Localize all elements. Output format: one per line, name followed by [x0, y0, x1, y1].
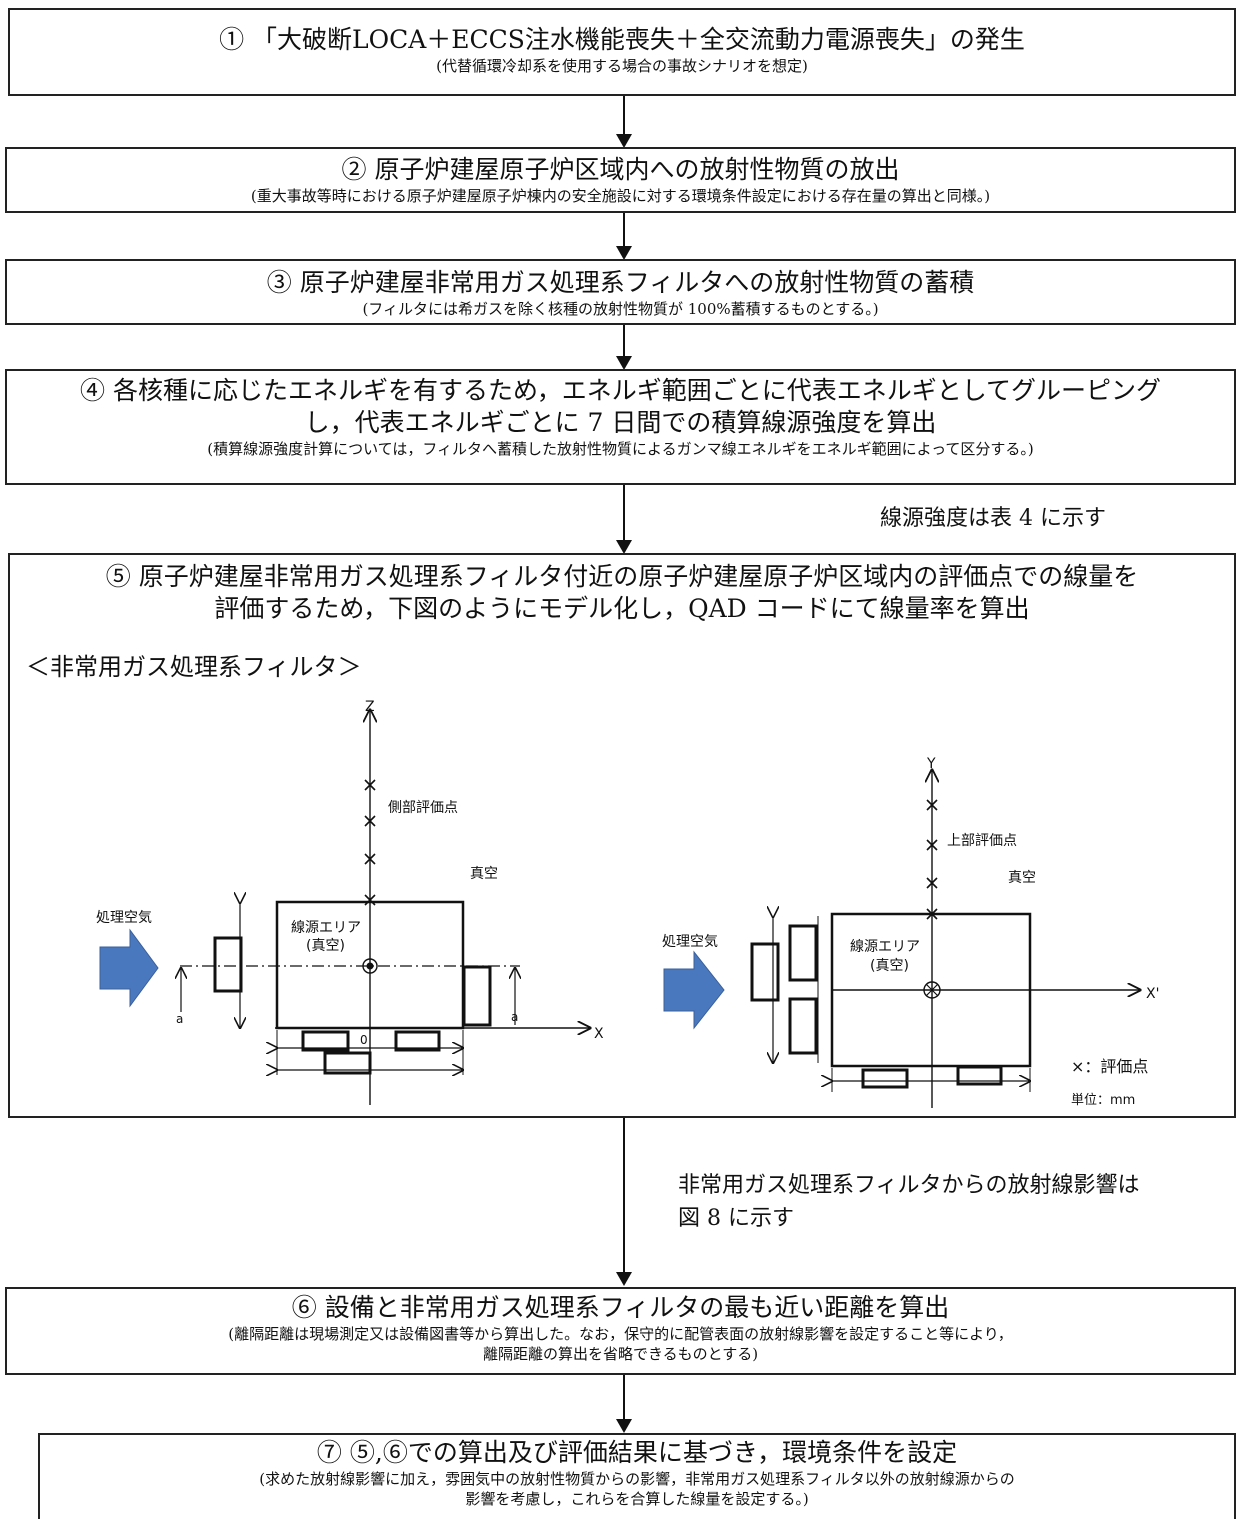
step3-box: ③ 原子炉建屋非常用ガス処理系フィルタへの放射性物質の蓄積 (フィルタには希ガス…	[5, 259, 1236, 325]
step4-title-line2: し，代表エネルギごとに 7 日間での積算線源強度を算出	[304, 408, 937, 437]
unit-label: 単位：mm	[1071, 1092, 1135, 1108]
step1-subtitle: (代替循環冷却系を使用する場合の事故シナリオを想定)	[436, 57, 808, 75]
source-label-right: 線源エリア	[850, 939, 920, 955]
step5-title-line1: ⑤ 原子炉建屋非常用ガス処理系フィルタ付近の原子炉建屋原子炉区域内の評価点での線…	[105, 562, 1139, 591]
legend-label: ×：評価点	[1071, 1057, 1148, 1076]
step2-subtitle: (重大事故等時における原子炉建屋原子炉棟内の安全施設に対する環境条件設定における…	[250, 187, 991, 205]
arrow-4-5	[616, 485, 632, 554]
step6-box: ⑥ 設備と非常用ガス処理系フィルタの最も近い距離を算出 (離隔距離は現場測定又は…	[5, 1287, 1236, 1375]
y-axis-label: Y	[926, 756, 936, 772]
air-label-right: 処理空気	[662, 934, 718, 950]
outlet-filter-left	[462, 965, 492, 1027]
inlet-filter-left	[213, 936, 243, 993]
step4-box: ④ 各核種に応じたエネルギを有するため，エネルギ範囲ごとに代表エネルギとしてグル…	[5, 369, 1236, 485]
air-label-left: 処理空気	[96, 910, 152, 926]
inlet-filter-right-mid	[750, 942, 780, 1002]
arrow-2-3	[616, 213, 632, 260]
step3-subtitle: (フィルタには希ガスを除く核種の放射性物質が 100%蓄積するものとする。)	[362, 300, 879, 318]
right-model	[663, 770, 1140, 1108]
step1-box: ① 「大破断LOCA＋ECCS注水機能喪失＋全交流動力電源喪失」の発生 (代替循…	[8, 8, 1236, 96]
source-sub-left: (真空)	[306, 938, 345, 954]
vacuum-label-right: 真空	[1008, 870, 1036, 886]
filter-heading: ＜非常用ガス処理系フィルタ＞	[26, 653, 362, 681]
step7-subtitle-line1: (求めた放射線影響に加え，雰囲気中の放射性物質からの影響，非常用ガス処理系フィル…	[259, 1470, 1015, 1488]
step6-title: ⑥ 設備と非常用ガス処理系フィルタの最も近い距離を算出	[291, 1293, 950, 1322]
a-label-left: a	[176, 1012, 183, 1026]
step2-box: ② 原子炉建屋原子炉区域内への放射性物質の放出 (重大事故等時における原子炉建屋…	[5, 147, 1236, 213]
a-label-right: a	[511, 1010, 518, 1024]
vacuum-label-left: 真空	[470, 866, 498, 882]
step5-box: ⑤ 原子炉建屋非常用ガス処理系フィルタ付近の原子炉建屋原子炉区域内の評価点での線…	[8, 553, 1236, 1118]
step2-title: ② 原子炉建屋原子炉区域内への放射性物質の放出	[341, 155, 900, 184]
arrow-5-6	[616, 1118, 632, 1286]
left-model	[99, 710, 590, 1105]
air-arrow-right	[663, 950, 725, 1030]
note-fig8-line1: 非常用ガス処理系フィルタからの放射線影響は	[678, 1173, 1140, 1198]
note-fig8-line2: 図 8 に示す	[678, 1206, 794, 1231]
step1-title: ① 「大破断LOCA＋ECCS注水機能喪失＋全交流動力電源喪失」の発生	[219, 25, 1025, 54]
source-label-left: 線源エリア	[291, 920, 361, 936]
arrow-3-4	[616, 325, 632, 370]
step5-title-line2: 評価するため，下図のようにモデル化し，QAD コードにて線量率を算出	[214, 594, 1030, 623]
step7-box: ⑦ ⑤,⑥での算出及び評価結果に基づき，環境条件を設定 (求めた放射線影響に加え…	[38, 1433, 1236, 1519]
arrow-1-2	[616, 96, 632, 148]
step4-title-line1: ④ 各核種に応じたエネルギを有するため，エネルギ範囲ごとに代表エネルギとしてグル…	[80, 376, 1161, 405]
step4-subtitle: (積算線源強度計算については，フィルタへ蓄積した放射性物質によるガンマ線エネルギ…	[207, 440, 1034, 458]
source-sub-right: (真空)	[870, 958, 909, 974]
step7-title: ⑦ ⑤,⑥での算出及び評価結果に基づき，環境条件を設定	[316, 1438, 958, 1467]
x-axis-label: X	[594, 1026, 604, 1042]
arrow-6-7	[616, 1375, 632, 1433]
step7-subtitle-line2: 影響を考慮し，これらを合算した線量を設定する。)	[465, 1490, 809, 1508]
note-source-strength: 線源強度は表 4 に示す	[880, 506, 1106, 531]
inlet-filter-right-lower	[788, 997, 818, 1055]
z-axis-label: Z	[365, 699, 375, 715]
air-arrow-left	[99, 928, 159, 1008]
x-prime-axis-label: X'	[1146, 986, 1159, 1002]
inlet-filter-right-upper	[788, 924, 818, 982]
step6-subtitle-line2: 離隔距離の算出を省略できるものとする)	[482, 1345, 759, 1363]
origin-label: 0	[360, 1033, 368, 1047]
top-points-label: 上部評価点	[947, 833, 1017, 849]
side-points-label: 側部評価点	[388, 800, 458, 816]
step6-subtitle-line1: (離隔距離は現場測定又は設備図書等から算出した。なお，保守的に配管表面の放射線影…	[228, 1325, 1013, 1343]
source-area-left	[275, 900, 465, 1030]
step3-title: ③ 原子炉建屋非常用ガス処理系フィルタへの放射性物質の蓄積	[266, 268, 975, 297]
